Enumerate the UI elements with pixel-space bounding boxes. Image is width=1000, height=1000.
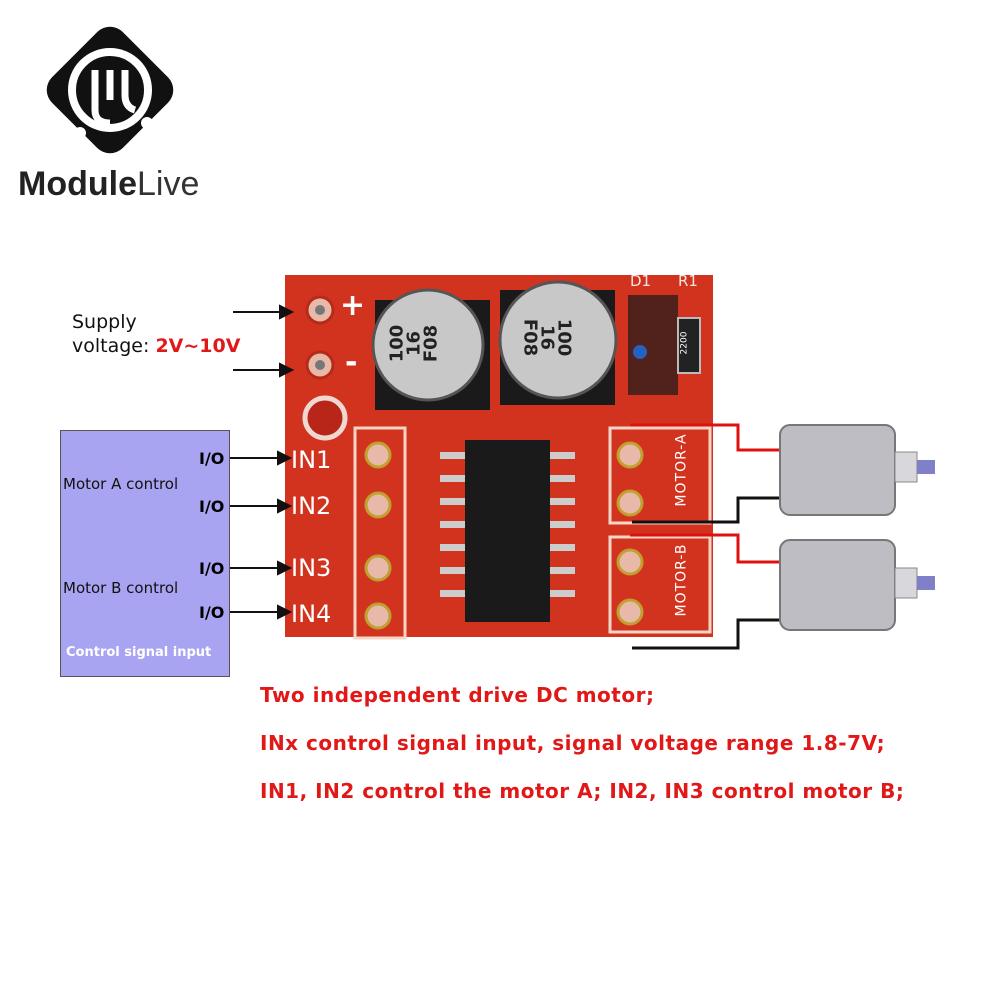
io-label-in1: I/O	[199, 449, 225, 468]
d1-label: D1	[630, 272, 652, 290]
pin-in3-label: IN3	[291, 554, 332, 582]
io-label-in4: I/O	[199, 603, 225, 622]
resistor-r1	[677, 317, 701, 374]
motor-b-icon	[779, 539, 935, 631]
motor-b-control-label: Motor B control	[63, 579, 179, 597]
supply-voltage-label: Supply voltage: 2V~10V	[72, 311, 241, 357]
motor-a-icon	[779, 424, 935, 516]
control-signal-box: I/O Motor A control I/O I/O Motor B cont…	[60, 430, 230, 677]
driver-ic-chip	[465, 440, 550, 622]
caption-line-2: INx control signal input, signal voltage…	[260, 731, 886, 755]
pin-in2-label: IN2	[291, 492, 332, 520]
minus-terminal-label: -	[345, 345, 358, 380]
pin-in4-label: IN4	[291, 600, 332, 628]
plus-terminal-label: +	[340, 288, 366, 323]
motor-a-control-label: Motor A control	[63, 475, 179, 493]
caption-line-1: Two independent drive DC motor;	[260, 683, 655, 707]
capacitor-1	[371, 288, 485, 402]
capacitor-2	[498, 280, 618, 400]
control-signal-footer: Control signal input	[66, 645, 212, 660]
caption-line-3: IN1, IN2 control the motor A; IN2, IN3 c…	[260, 779, 905, 803]
module-live-logo-icon	[46, 26, 174, 154]
brand-name: ModuleLive	[18, 165, 200, 203]
pin-in1-label: IN1	[291, 446, 332, 474]
motor-a-board-label: MOTOR-A	[673, 433, 690, 507]
resistor-marking: 2200	[679, 331, 690, 355]
io-label-in3: I/O	[199, 559, 225, 578]
r1-label: R1	[678, 272, 698, 290]
io-label-in2: I/O	[199, 497, 225, 516]
motor-b-board-label: MOTOR-B	[673, 543, 690, 617]
